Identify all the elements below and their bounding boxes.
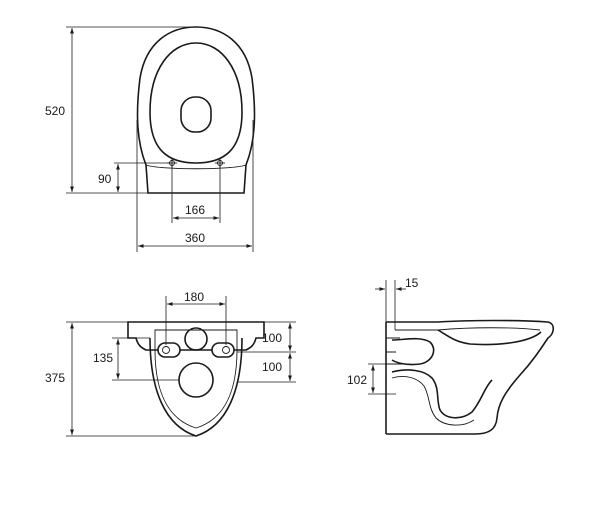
back-view-inner-body <box>154 329 238 350</box>
side-view-outer-profile <box>386 319 555 435</box>
top-view-rim-line <box>145 164 247 170</box>
top-view-inner-bowl <box>149 42 243 164</box>
dim-label-90: 90 <box>98 172 112 186</box>
back-view-flange <box>127 321 265 351</box>
side-view: 15 102 <box>347 276 555 435</box>
dim-label-520: 520 <box>45 104 65 118</box>
top-view-drain <box>180 96 212 133</box>
dim-label-15: 15 <box>405 276 419 290</box>
dim-label-135: 135 <box>93 351 113 365</box>
back-view: 180 375 135 100 100 <box>45 290 296 437</box>
dim-label-166: 166 <box>185 203 205 217</box>
dim-label-375: 375 <box>45 371 65 385</box>
side-view-bowl-inner <box>437 329 542 346</box>
side-view-trap-inner <box>391 375 475 426</box>
dim-label-180: 180 <box>184 290 204 304</box>
dim-label-102: 102 <box>347 373 367 387</box>
side-view-trap <box>391 337 493 419</box>
back-view-inner-outline <box>154 349 238 429</box>
back-view-fixing-slot-right <box>211 342 235 358</box>
dim-label-100-upper: 100 <box>262 331 282 345</box>
dim-label-100-lower: 100 <box>262 360 282 374</box>
back-view-waste-outlet <box>178 362 214 398</box>
top-view: 520 90 166 360 <box>45 26 256 252</box>
side-view-flange <box>386 337 404 365</box>
back-view-water-inlet <box>184 327 208 351</box>
side-view-rim <box>395 327 541 331</box>
dim-label-360: 360 <box>185 231 205 245</box>
top-view-bowl-outline <box>136 26 256 194</box>
back-view-fixing-slot-left <box>157 342 181 358</box>
